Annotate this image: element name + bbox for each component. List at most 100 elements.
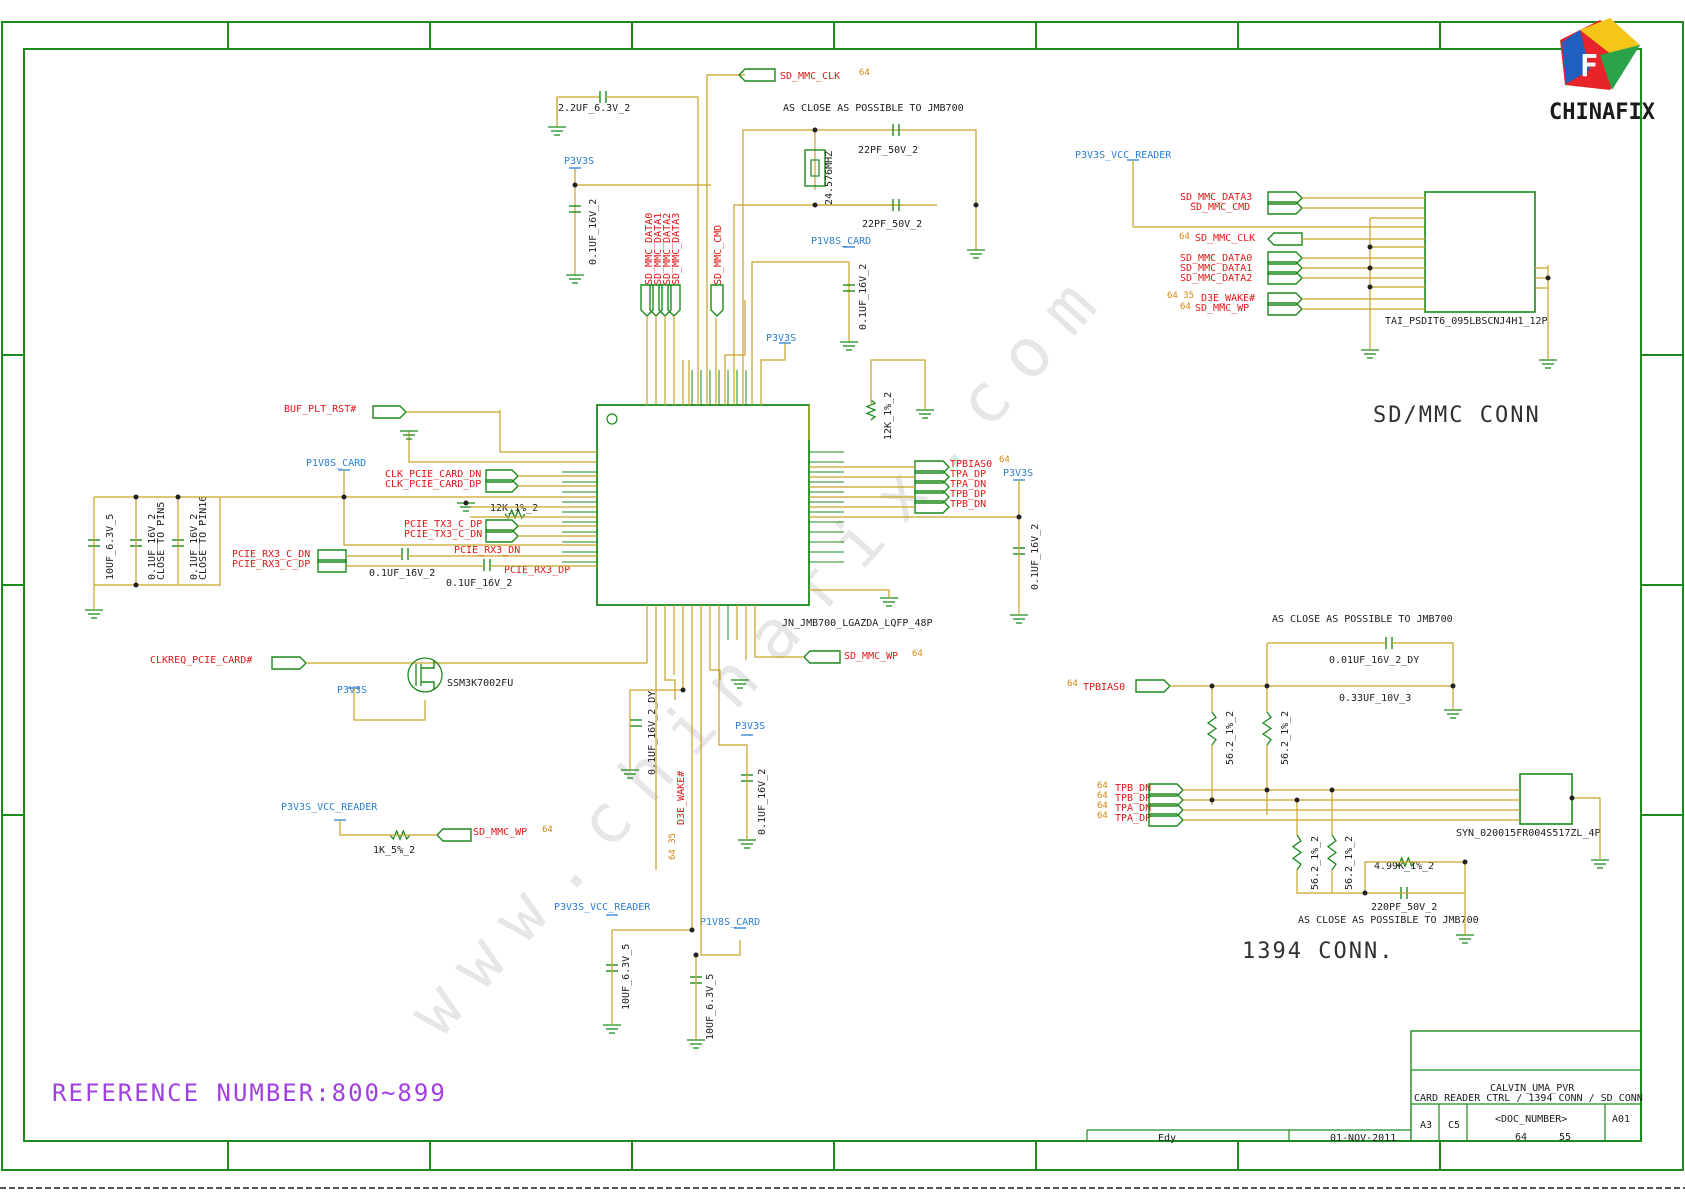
sd-mmc-connector-section: P3V3S_VCC_READER TAI_PSDIT6_095LBSCNJ4H1… (1075, 150, 1548, 428)
pwr-vcc-reader-c: P3V3S_VCC_READER (554, 902, 651, 913)
crystal-24mhz: 24.576MHZ (804, 127, 835, 208)
pwr-p3v3s-d: P3V3S (337, 685, 367, 696)
pwr-vcc-reader-b: P3V3S_VCC_READER (281, 802, 378, 813)
junction-dot (1264, 787, 1270, 793)
c-10uf-left-label: 10UF_6.3V_5 (105, 514, 116, 580)
net-clk-pcie-dn: CLK_PCIE_CARD_DN (385, 469, 481, 480)
c-rx-n-label: 0.1UF_16V_2 (369, 568, 435, 579)
net-tpb-dp: TPB_DP (950, 489, 986, 500)
net-cmd-v: SD_MMC_CMD (713, 225, 724, 285)
junction-dot (1367, 265, 1373, 271)
r-1k-label: 1K_5%_2 (373, 845, 415, 856)
net-sd-wake: D3E_WAKE# (1201, 293, 1255, 304)
ref-fw-4: 64 (1097, 811, 1108, 821)
top-wires (408, 74, 977, 463)
r-12k-b-label: 12K_1%_2 (490, 503, 538, 514)
net-data3-v: SD_MMC_DATA3 (671, 213, 682, 285)
note-pin16: CLOSE TO PIN16 (198, 496, 209, 580)
connector-wiring (1135, 191, 1601, 935)
resistor-12k (865, 399, 877, 421)
ref-sd-wake: 64 35 (1167, 291, 1194, 301)
ref-clk: 64 (859, 68, 870, 78)
ref-sd-wp: 64 (1180, 302, 1191, 312)
net-pcie-tx-dn: PCIE_TX3_C_DN (404, 529, 482, 540)
junction-dot (463, 500, 469, 506)
ref-sd-clk: 64 (1179, 232, 1190, 242)
r-562c-label: 56.2_1%_2 (1310, 836, 1321, 890)
chinafix-logo: F CHINAFIX (1549, 18, 1655, 125)
junction-dot (133, 582, 139, 588)
junction-dot (572, 182, 578, 188)
note-close-mid: AS CLOSE AS POSSIBLE TO JMB700 (1272, 614, 1453, 625)
net-sd-data2: SD_MMC_DATA2 (1180, 273, 1252, 284)
net-sd-data0: SD_MMC_DATA0 (1180, 253, 1252, 264)
c-033-label: 0.33UF_10V_3 (1339, 693, 1411, 704)
junction-dot (680, 687, 686, 693)
junction-dot (1545, 275, 1551, 281)
c-xtal1-label: 22PF_50V_2 (858, 145, 918, 156)
pwr-p3v3s-e: P3V3S (735, 721, 765, 732)
c-bot2-label: 0.1UF_16V_2 (757, 769, 768, 835)
r-499k-label: 4.99K_1%_2 (1374, 861, 1434, 872)
resistor-56-2 (1291, 834, 1303, 871)
junction-dot (1294, 797, 1300, 803)
pwr-p3v3s-c: P3V3S (1003, 468, 1033, 479)
watermark: www.chinafix.com (394, 250, 1127, 1051)
net-fw-tpa-dp: TPA_DP (1115, 813, 1151, 824)
net-fw-tpbias0: TPBIAS0 (1083, 682, 1125, 693)
r-12k-label: 12K_1%_2 (883, 392, 894, 440)
tb-size: A3 (1420, 1120, 1432, 1131)
ref-tpbias: 64 (999, 455, 1010, 465)
c-pin16-label: 0.1UF_16V_2 (189, 514, 200, 580)
ieee1394-section: AS CLOSE AS POSSIBLE TO JMB700 0.01UF_16… (1067, 614, 1601, 964)
pwr-p1v8s-card-a: P1V8S_CARD (811, 236, 871, 247)
mosfet-symbol (407, 657, 443, 693)
junction-dots (133, 182, 1575, 958)
junction-dot (973, 202, 979, 208)
net-pcie-tx-dp: PCIE_TX3_C_DP (404, 519, 482, 530)
net-data0-v: SD_MMC_DATA0 (644, 213, 655, 285)
junction-dot (1329, 787, 1335, 793)
pwr-vcc-reader-a: P3V3S_VCC_READER (1075, 150, 1172, 161)
ground-symbols (85, 126, 1609, 1049)
junction-dot (133, 494, 139, 500)
sd-connector-label: TAI_PSDIT6_095LBSCNJ4H1_12P (1385, 316, 1548, 327)
resistor-1k (389, 829, 411, 841)
net-pcie-rx-c-dp: PCIE_RX3_C_DP (232, 559, 310, 570)
c-p1v8-label: 0.1UF_16V_2 (858, 264, 869, 330)
tb-author: Edy (1158, 1133, 1176, 1144)
junction-dot (689, 927, 695, 933)
tb-sheet-code: C5 (1448, 1120, 1460, 1131)
note-close-top: AS CLOSE AS POSSIBLE TO JMB700 (783, 103, 964, 114)
sheet-frame (0, 21, 1685, 1189)
net-fw-tpa-dn: TPA_DN (1115, 803, 1151, 814)
junction-dot (1209, 683, 1215, 689)
resistor-4-99k (1394, 856, 1416, 868)
c-bot4-label: 10UF_6.3V_5 (705, 974, 716, 1040)
ref-fw-1: 64 (1097, 781, 1108, 791)
c-right-label: 0.1UF_16V_2 (1030, 524, 1041, 590)
c-bot3-label: 10UF_6.3V_5 (621, 944, 632, 1010)
pwr-p1v8s-card-c: P1V8S_CARD (700, 917, 760, 928)
reference-number: REFERENCE NUMBER:800~899 (52, 1079, 447, 1107)
junction-dot (175, 494, 181, 500)
crystal-label: 24.576MHZ (824, 151, 835, 205)
net-sd-cmd: SD_MMC_CMD (1190, 202, 1250, 213)
junction-dot (341, 494, 347, 500)
net-sd-data3: SD_MMC_DATA3 (1180, 192, 1252, 203)
c-bot1-label: 0.1UF_16V_2_DY (647, 691, 658, 775)
junction-dot (1209, 797, 1215, 803)
net-clkreq: CLKREQ_PCIE_CARD# (150, 655, 252, 666)
c-rx-p-label: 0.1UF_16V_2 (446, 578, 512, 589)
tb-sheet: 64 (1515, 1132, 1527, 1143)
tb-rev: A01 (1612, 1114, 1630, 1125)
resistor-56-2 (1326, 834, 1338, 871)
net-sd-mmc-clk-top: SD_MMC_CLK (780, 71, 840, 82)
junction-dot (1016, 514, 1022, 520)
ref-wp-right: 64 (912, 649, 923, 659)
junction-dot (1569, 795, 1575, 801)
c-xtal2-label: 22PF_50V_2 (862, 219, 922, 230)
logo-text: CHINAFIX (1549, 100, 1655, 125)
ieee1394-title: 1394 CONN. (1242, 939, 1394, 964)
net-sd-wp: SD_MMC_WP (1195, 303, 1249, 314)
